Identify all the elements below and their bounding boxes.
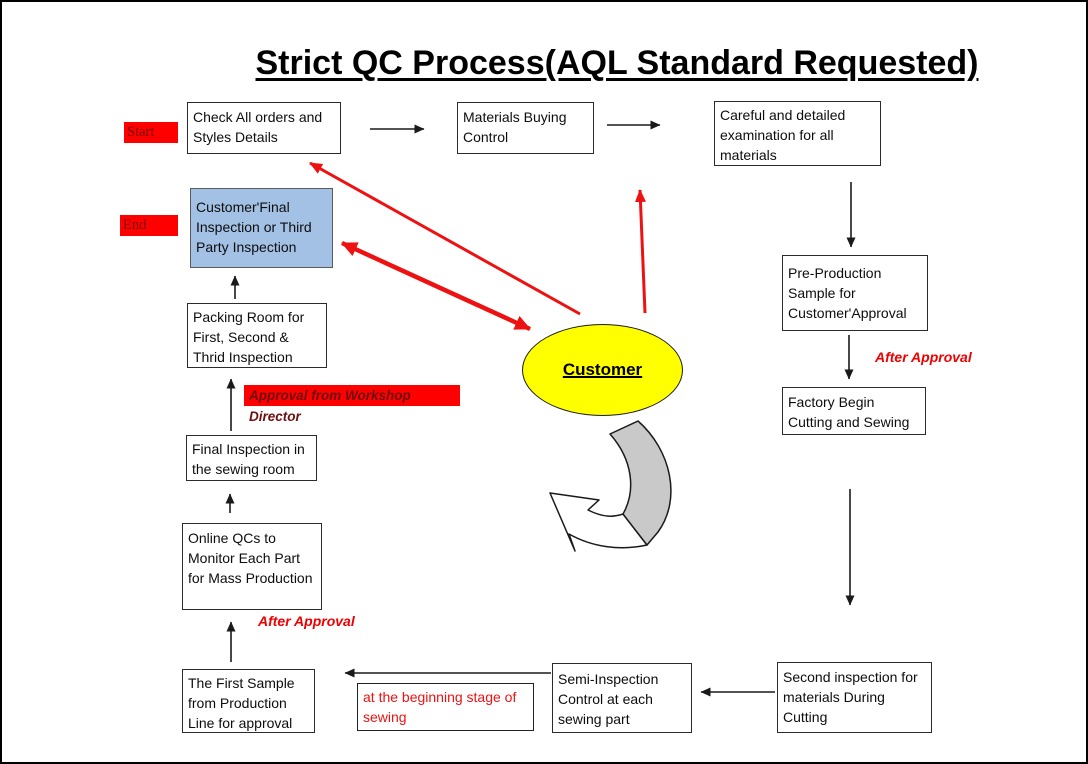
node-online-qcs: Online QCs to Monitor Each Part for Mass…	[182, 523, 322, 610]
node-check-orders: Check All orders and Styles Details	[187, 102, 341, 154]
arrow-customer-to-check-orders	[309, 161, 581, 316]
curved-arrow-band	[609, 420, 672, 546]
end-badge: End	[120, 215, 178, 236]
curved-return-arrow	[549, 420, 672, 552]
curved-arrow-head-tail	[549, 492, 648, 552]
node-pre-production-sample: Pre-Production Sample for Customer'Appro…	[782, 255, 928, 331]
node-semi-inspection: Semi-Inspection Control at each sewing p…	[552, 663, 692, 733]
page-title: Strict QC Process(AQL Standard Requested…	[255, 44, 979, 82]
node-customer-final-inspection: Customer'Final Inspection or Third Party…	[190, 188, 333, 268]
customer-ellipse: Customer	[522, 324, 683, 416]
node-second-inspection: Second inspection for materials During C…	[777, 662, 932, 733]
arrow-customer-final-inspection-double	[341, 240, 531, 332]
arrow-customer-to-materials	[634, 189, 647, 314]
node-first-sample: The First Sample from Production Line fo…	[182, 669, 315, 733]
after-approval-left-label: After Approval	[258, 613, 355, 629]
node-packing-room: Packing Room for First, Second & Thrid I…	[187, 303, 327, 368]
node-careful-examination: Careful and detailed examination for all…	[714, 101, 881, 166]
start-badge: Start	[124, 122, 178, 143]
red-customer-arrows	[309, 161, 647, 332]
after-approval-right-label: After Approval	[875, 349, 972, 365]
node-factory-begin: Factory Begin Cutting and Sewing	[782, 387, 926, 435]
node-final-inspection-sewing: Final Inspection in the sewing room	[186, 435, 317, 481]
node-materials-buying: Materials Buying Control	[457, 102, 594, 154]
approval-workshop-label: Approval from Workshop Director	[244, 385, 460, 424]
note-beginning-stage-box: at the beginning stage of sewing	[357, 683, 534, 731]
